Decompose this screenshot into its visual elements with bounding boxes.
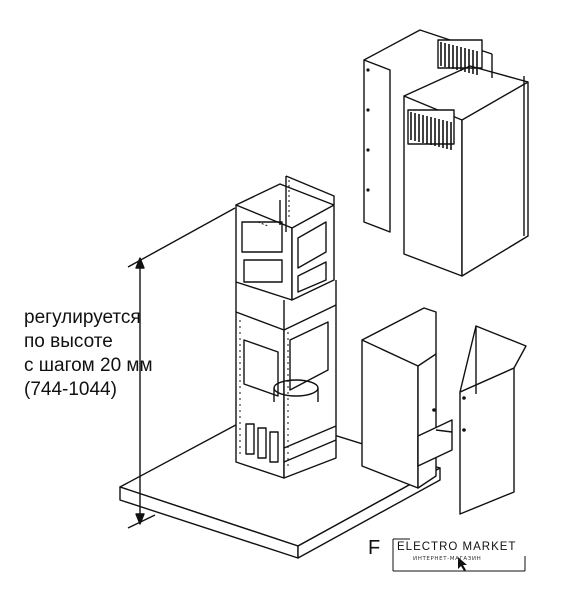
ceiling-plate (119, 411, 441, 559)
note-line-4: (744-1044) (24, 379, 117, 400)
lower-chimney-cover (361, 307, 527, 515)
note-line-3: с шагом 20 мм (24, 355, 153, 376)
logo-brand: ELECTRO MARKET (397, 541, 517, 553)
note-line-2: по высоте (24, 331, 113, 352)
logo-tagline: ИНТЕРНЕТ-МАГАЗИН (413, 556, 482, 562)
figure-letter: F (368, 537, 381, 559)
note-line-1: регулируется (24, 307, 141, 328)
support-frame (235, 175, 337, 479)
height-adjustment-note: регулируется по высоте с шагом 20 мм (74… (24, 306, 153, 402)
height-dimension-arrow (127, 207, 236, 529)
electro-market-logo: ELECTRO MARKET ИНТЕРНЕТ-МАГАЗИН (391, 533, 527, 571)
watermark-frame (392, 538, 526, 572)
upper-chimney-cover (363, 29, 529, 277)
